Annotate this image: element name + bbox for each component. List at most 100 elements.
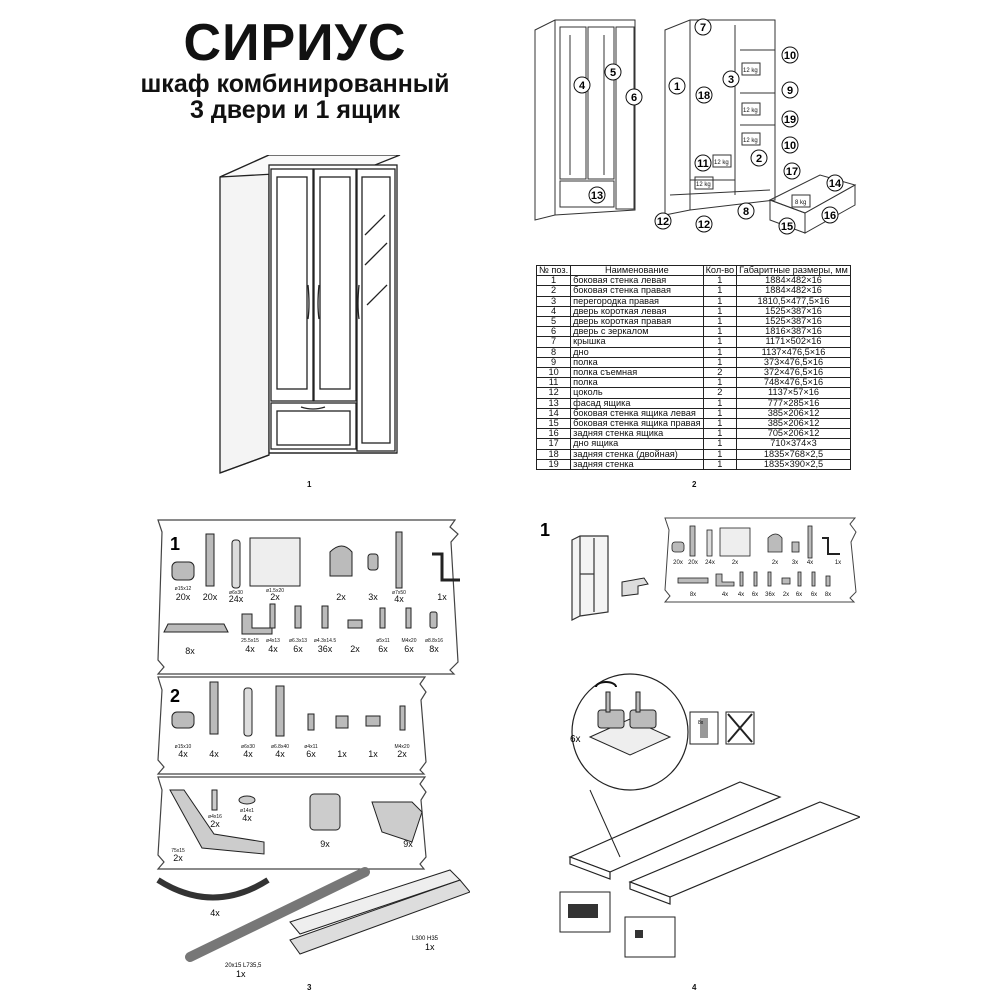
- table-cell: 385×206×12: [736, 418, 851, 430]
- table-cell: 1137×57×16: [736, 387, 851, 399]
- table-cell: боковая стенка правая: [570, 285, 704, 297]
- hw-qty: 9x: [320, 839, 330, 849]
- hw-qty: 2x: [397, 749, 407, 759]
- table-cell: 17: [535, 438, 572, 450]
- svg-text:15: 15: [781, 221, 793, 233]
- edge-detail: [568, 904, 598, 918]
- table-cell: задняя стенка (двойная): [570, 448, 704, 460]
- callout: 6: [625, 88, 643, 106]
- table-cell: 14: [535, 407, 572, 420]
- screw-icon: [321, 605, 329, 629]
- table-cell: 1: [702, 285, 738, 297]
- svg-text:18: 18: [698, 90, 710, 102]
- callout: 4: [573, 76, 591, 94]
- hw-size: ø6x30: [241, 744, 255, 750]
- hw-qty: 2x: [772, 560, 778, 566]
- svg-text:2: 2: [756, 153, 762, 165]
- drawer-handle-icon: [156, 877, 270, 901]
- hw-size: ø15x10: [175, 744, 192, 750]
- hw-qty: 20x: [203, 592, 218, 602]
- table-cell: 11: [535, 377, 572, 389]
- table-cell: 1: [702, 346, 738, 358]
- table-cell: 777×285×16: [736, 397, 851, 409]
- cam-lock-icon: [171, 711, 195, 729]
- weight-labels: 12 kg 12 kg 12 kg 12 kg 12 kg 8 kg: [696, 68, 806, 206]
- table-cell: 1: [702, 305, 738, 318]
- hw-qty: 2x: [783, 592, 789, 598]
- hw-size: M4x20: [401, 638, 416, 644]
- hw-qty: 6x: [404, 644, 414, 654]
- table-cell: 9: [535, 356, 572, 369]
- callout: 18: [695, 86, 713, 104]
- callout: 3: [722, 70, 740, 88]
- hw-qty: 8x: [429, 644, 439, 654]
- table-cell: 7: [535, 336, 572, 348]
- callout: 19: [781, 110, 799, 128]
- hw-size: ø1.5x20: [266, 588, 284, 594]
- hw-qty: 4x: [245, 644, 255, 654]
- hw-qty: 2x: [270, 592, 280, 602]
- svg-text:1: 1: [674, 81, 680, 93]
- svg-text:17: 17: [786, 166, 798, 178]
- hw-qty: 8x: [825, 592, 831, 598]
- table-cell: дно ящика: [570, 438, 704, 450]
- mini-qty-labels: 20x 20x 24x 2x 2x 3x 4x 1x 8x 4x 4x 6x 3…: [673, 560, 841, 598]
- hw-qty: 24x: [229, 594, 244, 604]
- hw-size: ø6x30: [229, 590, 243, 596]
- hw-qty: 3x: [368, 592, 378, 602]
- hw-qty: 2x: [732, 560, 738, 566]
- hw-qty: 1x: [425, 942, 435, 952]
- hw-qty: 2x: [210, 819, 220, 829]
- icon-label: 8x: [698, 720, 704, 726]
- page-number-2: 2: [692, 480, 697, 489]
- step-number: 1: [540, 520, 550, 540]
- hw-size: ø8.8x16: [425, 638, 443, 644]
- weight-label: 12 kg: [714, 160, 729, 166]
- callout: 8: [737, 202, 755, 220]
- table-cell: 1: [702, 336, 738, 348]
- svg-text:7: 7: [700, 22, 706, 34]
- hw-size: ø4.3x14.5: [314, 638, 336, 644]
- bag-outline-2: [156, 676, 427, 775]
- hardware-panel: 1 2 ø15x12 ø6x30 ø1.5x20 ø7x50 25.5x15 ø…: [156, 519, 470, 979]
- svg-text:10: 10: [784, 50, 796, 62]
- hw-qty: 1x: [437, 592, 447, 602]
- page-number-1: 1: [307, 480, 312, 489]
- table-cell: 1816×387×16: [736, 326, 851, 338]
- mini-bag-outline: [663, 517, 857, 603]
- table-cell: 1: [702, 295, 738, 307]
- hw-qty: 6x: [378, 644, 388, 654]
- callout: 7: [694, 18, 712, 36]
- table-cell: 8: [535, 346, 572, 358]
- table-cell: 2: [702, 367, 738, 379]
- bag-outline-1: [156, 519, 459, 675]
- callout: 2: [750, 149, 768, 167]
- hex-key-icon: [432, 552, 460, 582]
- hw-qty: 6x: [811, 592, 817, 598]
- callout: 12: [695, 215, 713, 233]
- bag-step-number: 2: [170, 686, 180, 706]
- callout: 16: [821, 206, 839, 224]
- table-cell: дно: [570, 346, 704, 358]
- weight-label: 12 kg: [743, 68, 758, 74]
- hw-qty: 6x: [306, 749, 316, 759]
- corner-detail: [635, 930, 643, 938]
- hw-size: ø4x13: [266, 638, 280, 644]
- screw-count: 6x: [570, 734, 581, 745]
- hw-qty: 2x: [350, 644, 360, 654]
- table-cell: 4: [535, 305, 572, 318]
- hw-qty: 9x: [403, 839, 413, 849]
- table-cell: задняя стенка ящика: [570, 428, 704, 440]
- table-cell: 1: [702, 275, 738, 287]
- screw-icon: [211, 789, 218, 811]
- callout: 14: [826, 174, 844, 192]
